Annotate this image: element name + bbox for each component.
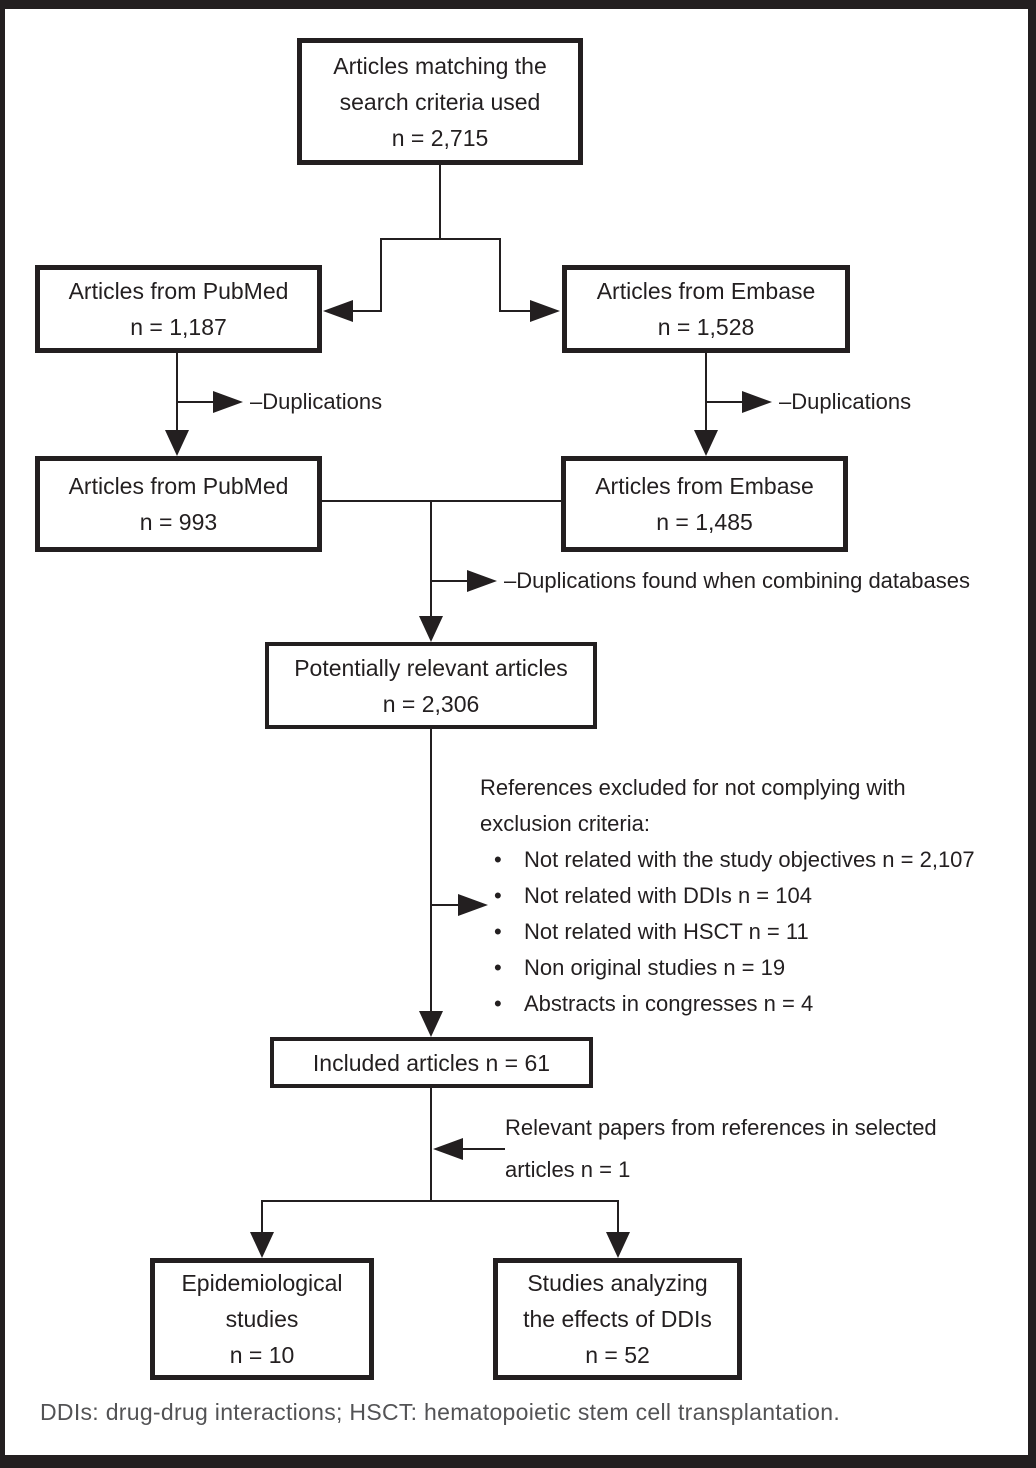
exclusion-item-text: Non original studies n = 19	[524, 955, 786, 980]
box-line: Studies analyzing	[527, 1270, 708, 1296]
connector-embase-down	[705, 353, 707, 432]
exclusion-header-line: exclusion criteria:	[480, 811, 650, 836]
box-line: Articles from PubMed	[68, 473, 289, 499]
arrowhead-embase-duplications	[742, 391, 772, 413]
connector-included-stem	[430, 1088, 432, 1202]
connector-merge-left	[322, 500, 432, 502]
connector-to-embase	[499, 310, 532, 312]
connector-bottom-split-bar	[261, 1200, 619, 1202]
box-line: Articles from Embase	[595, 473, 814, 499]
box-effects-of-ddis: Studies analyzing the effects of DDIs n …	[493, 1258, 742, 1380]
exclusion-item: • Not related with HSCT n = 11	[480, 914, 1032, 950]
arrowhead-into-epidemiological	[250, 1232, 274, 1258]
bullet-icon: •	[494, 991, 502, 1016]
exclusion-item-text: Not related with DDIs n = 104	[524, 883, 812, 908]
connector-pubmed-dup-branch	[177, 401, 215, 403]
box-embase-dedup: Articles from Embase n = 1,485	[561, 456, 848, 552]
label-pubmed-duplications: –Duplications	[250, 389, 383, 414]
box-potentially-relevant: Potentially relevant articles n = 2,306	[265, 642, 597, 729]
box-line: Articles from PubMed	[68, 278, 289, 304]
box-line: n = 1,485	[656, 509, 753, 535]
arrowhead-into-pubmed-dedup	[165, 430, 189, 456]
box-line: Articles matching the	[333, 52, 547, 79]
connector-exclusion-stem	[430, 728, 432, 1013]
exclusion-item-text: Not related with the study objectives n …	[524, 847, 975, 872]
label-relevant-papers: Relevant papers from references in selec…	[505, 1107, 937, 1191]
label-embase-duplications: –Duplications	[779, 389, 912, 414]
exclusion-criteria-block: References excluded for not complying wi…	[480, 770, 1032, 1022]
bullet-icon: •	[494, 955, 502, 980]
box-line: the effects of DDIs	[523, 1306, 712, 1332]
box-line: studies	[225, 1306, 299, 1332]
arrowhead-into-embase-initial	[530, 300, 560, 322]
connector-relevant-papers	[459, 1148, 505, 1150]
box-line: Articles from Embase	[596, 278, 816, 304]
exclusion-header-line: References excluded for not complying wi…	[480, 775, 906, 800]
box-line: n = 1,187	[130, 314, 227, 340]
connector-to-pubmed	[350, 310, 382, 312]
exclusion-item: • Abstracts in congresses n = 4	[480, 986, 1032, 1022]
box-line: n = 2,306	[382, 690, 480, 717]
arrowhead-combined-duplications	[467, 570, 497, 592]
connector-split-right-drop	[499, 238, 501, 312]
arrowhead-pubmed-duplications	[213, 391, 243, 413]
label-combined-duplications: –Duplications found when combining datab…	[504, 568, 970, 593]
box-embase-initial: Articles from Embase n = 1,528	[562, 265, 850, 353]
box-search-total: Articles matching the search criteria us…	[297, 38, 583, 165]
connector-top-stem	[439, 165, 441, 240]
box-line: n = 2,715	[391, 124, 489, 151]
bullet-icon: •	[494, 919, 502, 944]
abbreviations-footnote: DDIs: drug-drug interactions; HSCT: hema…	[40, 1399, 841, 1425]
arrowhead-into-embase-dedup	[694, 430, 718, 456]
bullet-icon: •	[494, 883, 502, 908]
box-line: Potentially relevant articles	[294, 654, 568, 681]
box-line: n = 52	[585, 1342, 650, 1368]
connector-bottom-left-drop	[261, 1200, 263, 1234]
connector-merge-stem	[430, 500, 432, 618]
label-relevant-papers-line: articles n = 1	[505, 1157, 631, 1182]
connector-split-bar	[380, 238, 501, 240]
exclusion-item: • Not related with the study objectives …	[480, 842, 1032, 878]
box-line: Epidemiological	[181, 1270, 343, 1296]
connector-embase-dup-branch	[706, 401, 744, 403]
connector-pubmed-down	[176, 353, 178, 432]
box-line: n = 10	[229, 1342, 295, 1368]
arrowhead-exclusions	[458, 894, 488, 916]
arrowhead-into-effects	[606, 1232, 630, 1258]
connector-merge-right	[430, 500, 561, 502]
arrowhead-into-potentially-relevant	[419, 616, 443, 642]
box-pubmed-dedup: Articles from PubMed n = 993	[35, 456, 322, 552]
box-line: search criteria used	[339, 88, 541, 115]
connector-bottom-right-drop	[617, 1200, 619, 1234]
bullet-icon: •	[494, 847, 502, 872]
box-line: n = 993	[139, 509, 218, 535]
exclusion-list: • Not related with the study objectives …	[480, 842, 1032, 1022]
arrowhead-into-included	[419, 1011, 443, 1037]
box-included-articles: Included articles n = 61	[270, 1037, 593, 1088]
box-epidemiological-studies: Epidemiological studies n = 10	[150, 1258, 374, 1380]
exclusion-item: • Not related with DDIs n = 104	[480, 878, 1032, 914]
label-relevant-papers-line: Relevant papers from references in selec…	[505, 1115, 937, 1140]
box-line: Included articles n = 61	[312, 1049, 551, 1076]
exclusion-item-text: Abstracts in congresses n = 4	[524, 991, 814, 1016]
arrowhead-into-pubmed-initial	[323, 300, 353, 322]
box-pubmed-initial: Articles from PubMed n = 1,187	[35, 265, 322, 353]
box-line: n = 1,528	[657, 314, 755, 340]
connector-combined-dup-branch	[431, 580, 469, 582]
connector-split-left-drop	[380, 238, 382, 312]
arrowhead-relevant-papers	[433, 1138, 463, 1160]
exclusion-item: • Non original studies n = 19	[480, 950, 1032, 986]
exclusion-item-text: Not related with HSCT n = 11	[524, 919, 809, 944]
connector-exclusion-branch	[431, 904, 460, 906]
